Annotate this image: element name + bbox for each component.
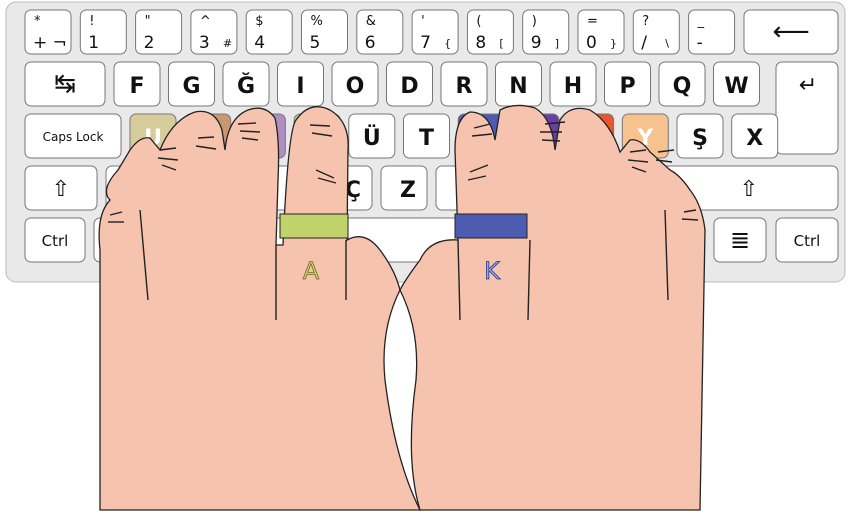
right-hand [400, 105, 705, 510]
left-hand [99, 107, 420, 510]
right-index-ring [455, 214, 527, 238]
left-index-ring [280, 214, 348, 238]
left-ring-label: A [303, 257, 320, 285]
right-ring-label: K [484, 257, 501, 285]
